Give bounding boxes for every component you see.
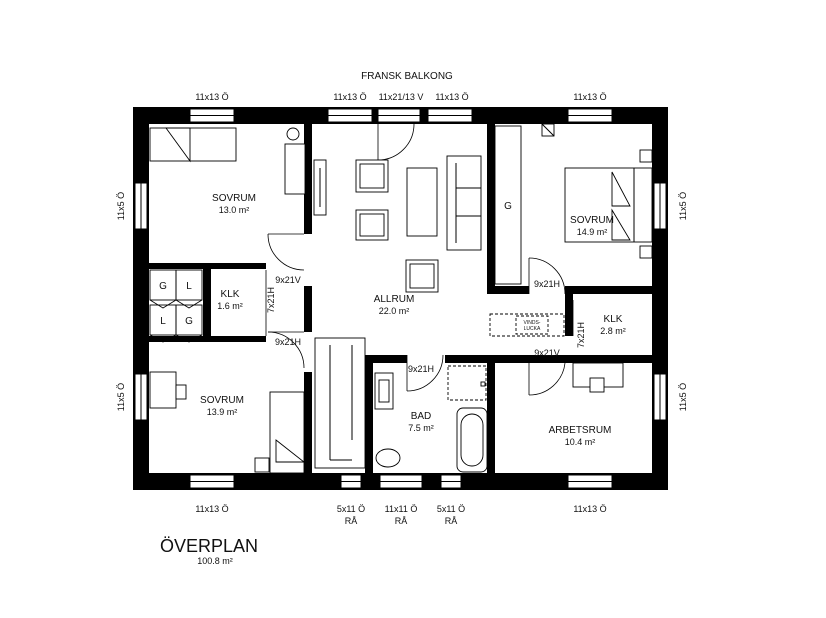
wall-west	[133, 107, 149, 490]
desk-sw	[149, 371, 177, 409]
window-label-s3b: RÅ	[395, 516, 408, 526]
room-area-klk-e: 2.8 m²	[600, 326, 626, 336]
labels: FRANSK BALKONG 11x13 Ö 11x13 Ö 11x21/13 …	[116, 71, 688, 566]
window-label-s4a: 5x11 Ö	[437, 504, 465, 514]
wall-sovrum-ne-south-b	[565, 286, 652, 294]
door-swings	[265, 123, 574, 396]
room-area-bad: 7.5 m²	[408, 423, 434, 433]
door-label-d5: 9x21H	[534, 279, 560, 289]
wall-sovrum-ne-west	[487, 124, 495, 294]
room-name-sovrum-nw: SOVRUM	[212, 193, 256, 204]
room-area-arbetsrum: 10.4 m²	[565, 437, 596, 447]
window-label-n3: 11x13 Ö	[435, 92, 468, 102]
wall-klk-bottom	[211, 336, 266, 342]
south-windows	[189, 474, 613, 489]
window-label-w1: 11x5 Ö	[116, 192, 126, 220]
wall-klk-top	[211, 263, 266, 269]
room-area-sovrum-ne: 14.9 m²	[577, 227, 608, 237]
window-label-w2: 11x5 Ö	[116, 383, 126, 411]
wall-bad-north	[372, 355, 407, 363]
closet-label-g2: G	[185, 316, 193, 327]
window-label-n4: 11x13 Ö	[573, 92, 606, 102]
north-windows	[189, 108, 613, 123]
room-name-allrum: ALLRUM	[374, 294, 415, 305]
room-name-klk-w: KLK	[221, 289, 240, 300]
window-label-n1: 11x13 Ö	[195, 92, 228, 102]
desk-nw	[284, 143, 306, 195]
wall-bad-west	[365, 355, 373, 473]
wardrobe-ne	[494, 125, 522, 285]
door-label-d2: 7x21H	[266, 287, 276, 313]
window-label-s2a: 5x11 Ö	[337, 504, 365, 514]
room-area-allrum: 22.0 m²	[379, 306, 410, 316]
closet-label-g3: G	[504, 201, 512, 212]
room-area-sovrum-nw: 13.0 m²	[219, 205, 250, 215]
toilet	[375, 448, 401, 468]
door-label-d6: 9x21V	[534, 348, 560, 358]
door-label-d4: 9x21H	[408, 364, 434, 374]
window-label-door: 11x21/13 V	[379, 92, 424, 102]
window-label-s5: 11x13 Ö	[573, 504, 606, 514]
room-name-arbetsrum: ARBETSRUM	[549, 425, 612, 436]
door-label-d3: 9x21H	[275, 337, 301, 347]
room-name-bad: BAD	[411, 411, 432, 422]
side-windows	[134, 182, 667, 421]
room-name-klk-e: KLK	[604, 314, 623, 325]
room-area-klk-w: 1.6 m²	[217, 301, 243, 311]
wall-klk-e-west	[565, 286, 573, 336]
hatch-label-2: LUCKA	[524, 326, 541, 332]
window-label-s3a: 11x11 Ö	[385, 504, 418, 514]
closet-label-l2: L	[160, 316, 166, 327]
wall-arbetsrum-north	[445, 355, 652, 363]
plan-total-area: 100.8 m²	[197, 556, 233, 566]
wall-klk-east	[304, 286, 312, 332]
room-name-sovrum-ne: SOVRUM	[570, 215, 614, 226]
wall-sovrum-sw-east	[304, 372, 312, 473]
balcony-label: FRANSK BALKONG	[361, 71, 453, 82]
wall-east	[652, 107, 668, 490]
wall-closet-top	[149, 263, 209, 269]
window-label-s1: 11x13 Ö	[195, 504, 228, 514]
wall-sovrum-nw-east	[304, 124, 312, 234]
wall-closet-bottom	[149, 336, 209, 342]
bed-ne	[564, 167, 653, 243]
closet-label-l1: L	[186, 281, 192, 292]
hatch-label-1: VINDS-	[524, 320, 541, 326]
interior-walls	[149, 124, 652, 473]
window-label-n2: 11x13 Ö	[333, 92, 366, 102]
wall-bad-east	[487, 363, 495, 473]
window-label-e2: 11x5 Ö	[678, 383, 688, 411]
shower-area	[447, 365, 487, 401]
window-label-e1: 11x5 Ö	[678, 192, 688, 220]
attic-hatch-area	[489, 313, 565, 337]
stair-shaft	[314, 337, 366, 469]
sofa	[446, 155, 482, 251]
room-name-sovrum-sw: SOVRUM	[200, 395, 244, 406]
door-label-d7: 7x21H	[576, 322, 586, 348]
window-label-s2b: RÅ	[345, 516, 358, 526]
wall-sovrum-ne-south-a	[487, 286, 529, 294]
plan-title: ÖVERPLAN	[160, 536, 258, 556]
closet-label-g1: G	[159, 281, 167, 292]
wall-klk-west	[203, 263, 211, 342]
room-area-sovrum-sw: 13.9 m²	[207, 407, 238, 417]
furniture	[149, 123, 653, 474]
bed-nw	[149, 127, 237, 162]
window-label-s4b: RÅ	[445, 516, 458, 526]
door-label-d1: 9x21V	[275, 275, 301, 285]
coffee-table	[406, 167, 438, 237]
